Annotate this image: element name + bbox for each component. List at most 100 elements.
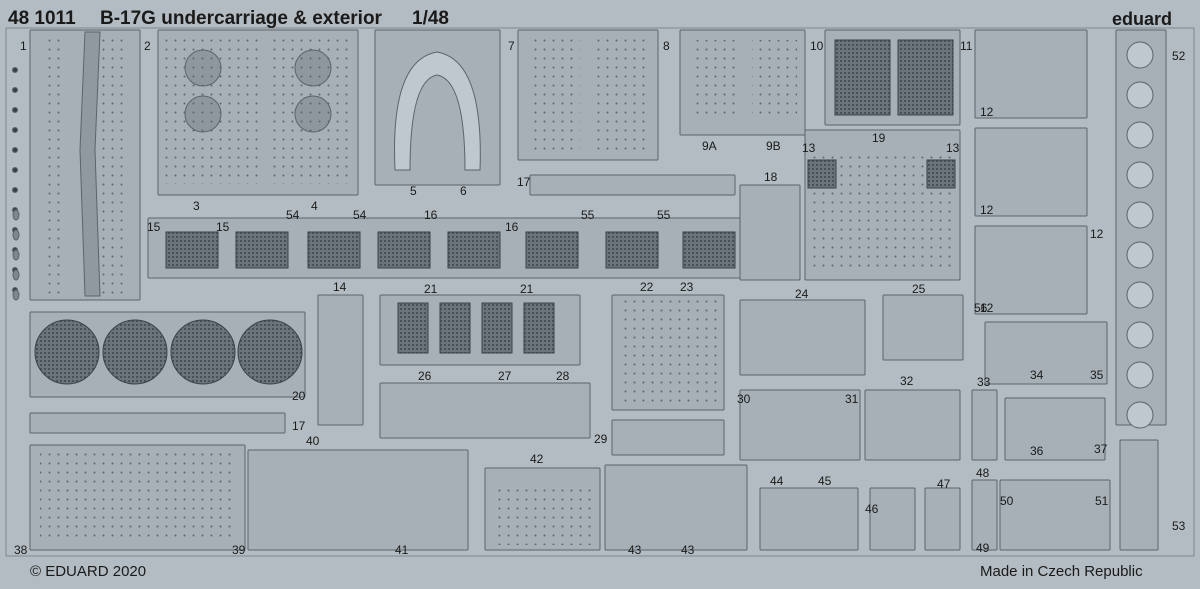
part-40-41-frame <box>247 449 469 551</box>
rivet-pattern <box>622 300 717 405</box>
part-number-label: 9B <box>766 139 781 153</box>
part-number-label: 4 <box>311 199 318 213</box>
mesh-grille <box>235 231 289 269</box>
part-number-label: 21 <box>424 282 438 296</box>
part-number-label: 12 <box>980 301 994 315</box>
mesh-grille <box>165 231 219 269</box>
sheet-title: B-17G undercarriage & exterior <box>100 8 382 29</box>
part-number-label: 55 <box>657 208 671 222</box>
rivet-pattern <box>165 34 260 184</box>
part-number-label: 12 <box>980 203 994 217</box>
part-29-strip <box>611 419 725 456</box>
part-34-35-frame <box>984 321 1108 385</box>
part-number-label: 33 <box>977 375 991 389</box>
mesh-grille <box>926 159 956 189</box>
part-26-28-frame <box>379 382 591 439</box>
scale-label: 1/48 <box>412 8 449 29</box>
mesh-grille <box>439 302 471 354</box>
part-number-label: 6 <box>460 184 467 198</box>
part-number-label: 13 <box>802 141 816 155</box>
part-number-label: 43 <box>681 543 695 557</box>
part-number-label: 43 <box>628 543 642 557</box>
part-number-label: 54 <box>353 208 367 222</box>
sprue-dot <box>12 167 18 173</box>
part-number-label: 28 <box>556 369 570 383</box>
part-number-label: 44 <box>770 474 784 488</box>
part-number-label: 17 <box>292 419 306 433</box>
rivet-pattern <box>493 485 593 545</box>
mesh-grille <box>481 302 513 354</box>
part-36-37-frame <box>1004 397 1106 461</box>
yoke-shape <box>394 51 481 171</box>
sprue-dot <box>12 107 18 113</box>
part-25-frame <box>882 294 964 361</box>
part-number-label: 25 <box>912 282 926 296</box>
part-11-12-bracket <box>974 225 1088 315</box>
mesh-grille <box>682 231 736 269</box>
part-number-label: 56 <box>974 301 988 315</box>
part-43-frame <box>604 464 748 551</box>
part-number-label: 41 <box>395 543 409 557</box>
part-number-label: 3 <box>193 199 200 213</box>
mesh-grille <box>397 302 429 354</box>
part-number-label: 27 <box>498 369 512 383</box>
part-number-label: 21 <box>520 282 534 296</box>
mesh-disc <box>102 319 168 385</box>
rivet-pattern <box>44 34 66 296</box>
part-number-label: 12 <box>1090 227 1104 241</box>
part-number-label: 38 <box>14 543 28 557</box>
part-50-51-frame <box>999 479 1111 551</box>
part-number-label: 8 <box>663 39 670 53</box>
rivet-pattern <box>595 36 645 154</box>
sprue-dot <box>12 87 18 93</box>
part-number-label: 16 <box>424 208 438 222</box>
part-number-label: 7 <box>508 39 515 53</box>
sprue-dot <box>12 147 18 153</box>
sprue-teardrop <box>12 209 20 221</box>
part-number-label: 12 <box>980 105 994 119</box>
sprue-teardrop <box>12 229 20 241</box>
part-number-label: 15 <box>147 220 161 234</box>
part-52-disc <box>1126 281 1154 309</box>
part-17-strip <box>29 412 286 434</box>
mesh-disc <box>170 319 236 385</box>
part-number-label: 45 <box>818 474 832 488</box>
sprue-dot <box>12 127 18 133</box>
part-52-disc <box>1126 321 1154 349</box>
part-11-12-bracket <box>974 127 1088 217</box>
part-number-label: 49 <box>976 541 990 555</box>
part-52-disc <box>1126 241 1154 269</box>
part-number-label: 20 <box>292 389 306 403</box>
mesh-grille <box>523 302 555 354</box>
part-number-label: 18 <box>764 170 778 184</box>
part-number-label: 36 <box>1030 444 1044 458</box>
part-17-strip <box>529 174 736 196</box>
part-number-label: 10 <box>810 39 824 53</box>
brand-logo: eduard <box>1111 9 1172 29</box>
part-14-strip <box>317 294 364 426</box>
strip-center <box>79 31 101 297</box>
mesh-grille <box>807 159 837 189</box>
part-number-label: 46 <box>865 502 879 516</box>
part-20-frame <box>29 311 306 398</box>
product-code: 48 1011 <box>8 8 76 29</box>
part-number-label: 14 <box>333 280 347 294</box>
part-number-label: 24 <box>795 287 809 301</box>
mesh-grille <box>525 231 579 269</box>
part-number-label: 17 <box>517 175 531 189</box>
part-number-label: 5 <box>410 184 417 198</box>
part-52-disc <box>1126 161 1154 189</box>
copyright-text: © EDUARD 2020 <box>30 563 147 580</box>
part-number-label: 37 <box>1094 442 1108 456</box>
sprue-teardrop <box>12 289 20 301</box>
part-33-strip <box>971 389 998 461</box>
part-number-label: 16 <box>505 220 519 234</box>
part-number-label: 26 <box>418 369 432 383</box>
part-30-31-frame <box>739 389 861 461</box>
part-48-49-strip <box>971 479 998 551</box>
part-number-label: 23 <box>680 280 694 294</box>
part-number-label: 31 <box>845 392 859 406</box>
part-24-frame <box>739 299 866 376</box>
part-number-label: 47 <box>937 477 951 491</box>
